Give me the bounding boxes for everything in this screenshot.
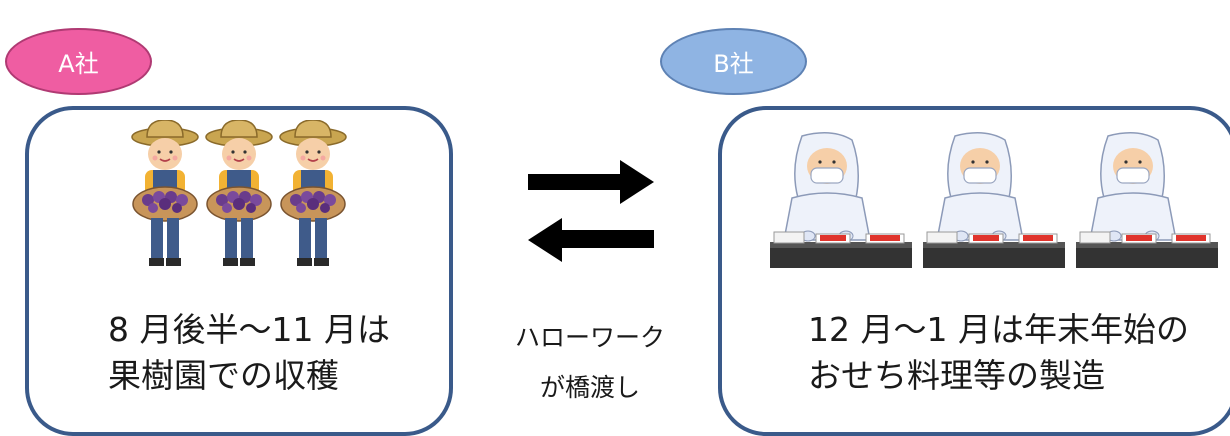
food-factory-worker-icon — [770, 132, 1219, 269]
company-b-badge: B社 — [660, 28, 807, 95]
farmer-with-basket-icon — [131, 120, 347, 267]
company-b-description: 12 月～1 月は年末年始の おせち料理等の製造 — [808, 307, 1189, 399]
exchange-arrows-icon — [528, 160, 654, 262]
hellowork-line2: が橋渡し — [539, 373, 640, 402]
company-b-label: B社 — [713, 50, 754, 78]
company-a-badge: A社 — [5, 28, 152, 95]
company-a-text-line2: 果樹園での収穫 — [108, 356, 339, 395]
left-arrow-icon — [528, 218, 654, 262]
hellowork-line1: ハローワーク — [514, 323, 665, 352]
hellowork-caption: ハローワーク が橋渡し — [480, 313, 700, 413]
company-a-description: 8 月後半～11 月は 果樹園での収穫 — [108, 307, 390, 399]
company-b-text-line2: おせち料理等の製造 — [808, 356, 1105, 395]
company-a-text-line1: 8 月後半～11 月は — [108, 310, 390, 349]
company-a-label: A社 — [58, 50, 99, 78]
right-arrow-icon — [528, 160, 654, 204]
company-b-text-line1: 12 月～1 月は年末年始の — [808, 310, 1189, 349]
